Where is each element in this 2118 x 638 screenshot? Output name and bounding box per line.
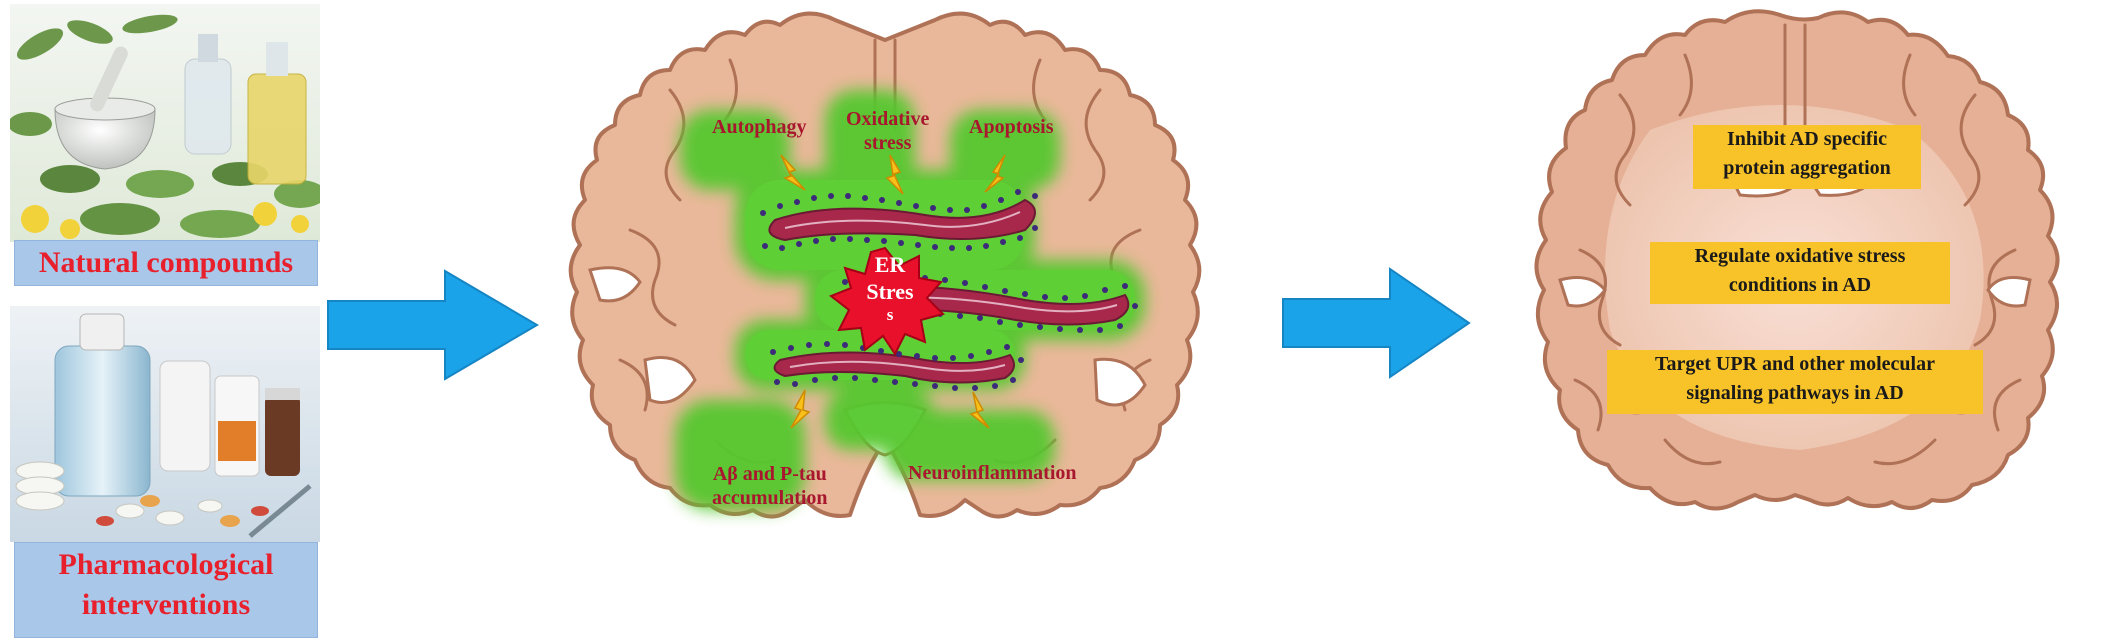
stressor-oxidative-stress: Oxidative stress	[846, 107, 929, 155]
pharmacological-interventions-label: Pharmacological interventions	[14, 542, 318, 638]
stressor-abeta-line1: Aβ and P-tau	[712, 463, 827, 485]
brain-coronal-section-stress	[568, 11, 1202, 519]
pharma-label-line2: interventions	[81, 588, 251, 621]
target-3-line1: Target UPR and other molecular	[1655, 353, 1935, 375]
pharmacological-photo	[10, 306, 320, 542]
pharma-label-line1: Pharmacological	[58, 548, 274, 581]
er-stress-line2: Stres	[866, 279, 914, 304]
target-1-line2: protein aggregation	[1723, 157, 1891, 179]
arrow-right-1	[327, 269, 539, 381]
er-stress-line1: ER	[874, 252, 906, 277]
target-2-line2: conditions in AD	[1728, 274, 1872, 296]
target-3-line2: signaling pathways in AD	[1686, 382, 1904, 404]
target-1-line1: Inhibit AD specific	[1726, 128, 1888, 150]
stressor-oxidative-line1: Oxidative	[846, 108, 930, 130]
er-stress-label: ER Stres s	[850, 251, 930, 325]
target-box-oxidative-stress: Regulate oxidative stress conditions in …	[1650, 242, 1950, 304]
arrow-right-2	[1282, 267, 1471, 379]
natural-compounds-label: Natural compounds	[14, 240, 318, 286]
er-stress-line3: s	[886, 305, 894, 324]
target-2-line1: Regulate oxidative stress	[1694, 245, 1906, 267]
stressor-abeta-ptau: Aβ and P-tau accumulation	[712, 462, 828, 510]
brain-coronal-section-healthy	[1534, 9, 2060, 511]
stressor-abeta-line2: accumulation	[712, 487, 828, 509]
stressor-apoptosis: Apoptosis	[969, 116, 1054, 138]
stressor-neuroinflammation: Neuroinflammation	[908, 462, 1077, 484]
target-box-protein-aggregation: Inhibit AD specific protein aggregation	[1693, 125, 1921, 189]
target-box-upr-signaling: Target UPR and other molecular signaling…	[1607, 350, 1983, 414]
stressor-autophagy: Autophagy	[712, 116, 807, 138]
stressor-oxidative-line2: stress	[863, 132, 912, 154]
natural-compounds-photo	[10, 4, 320, 242]
